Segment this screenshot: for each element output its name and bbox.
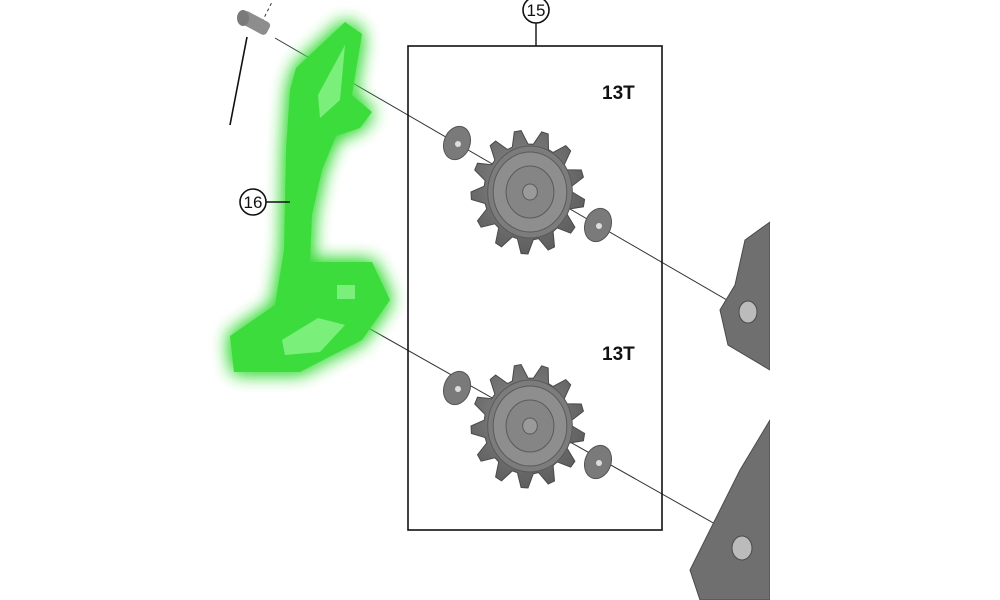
pin-bolt [229, 10, 271, 126]
callout-15-label: 15 [527, 1, 546, 20]
pulley-set-box [407, 45, 663, 531]
callout-15: 15 [522, 0, 550, 46]
pulley-hub [522, 183, 538, 201]
pulley-bottom [470, 363, 586, 489]
outer-cage-plate [689, 221, 771, 600]
callout-16-label: 16 [244, 193, 263, 212]
pulley-top [470, 129, 586, 255]
pulley-hub [522, 417, 538, 435]
inner-plate-highlighted [230, 22, 390, 372]
pulley-bottom-teeth-label: 13T [602, 344, 635, 365]
pulley-top-teeth-label: 13T [602, 83, 635, 104]
callout-16: 16 [239, 188, 290, 216]
